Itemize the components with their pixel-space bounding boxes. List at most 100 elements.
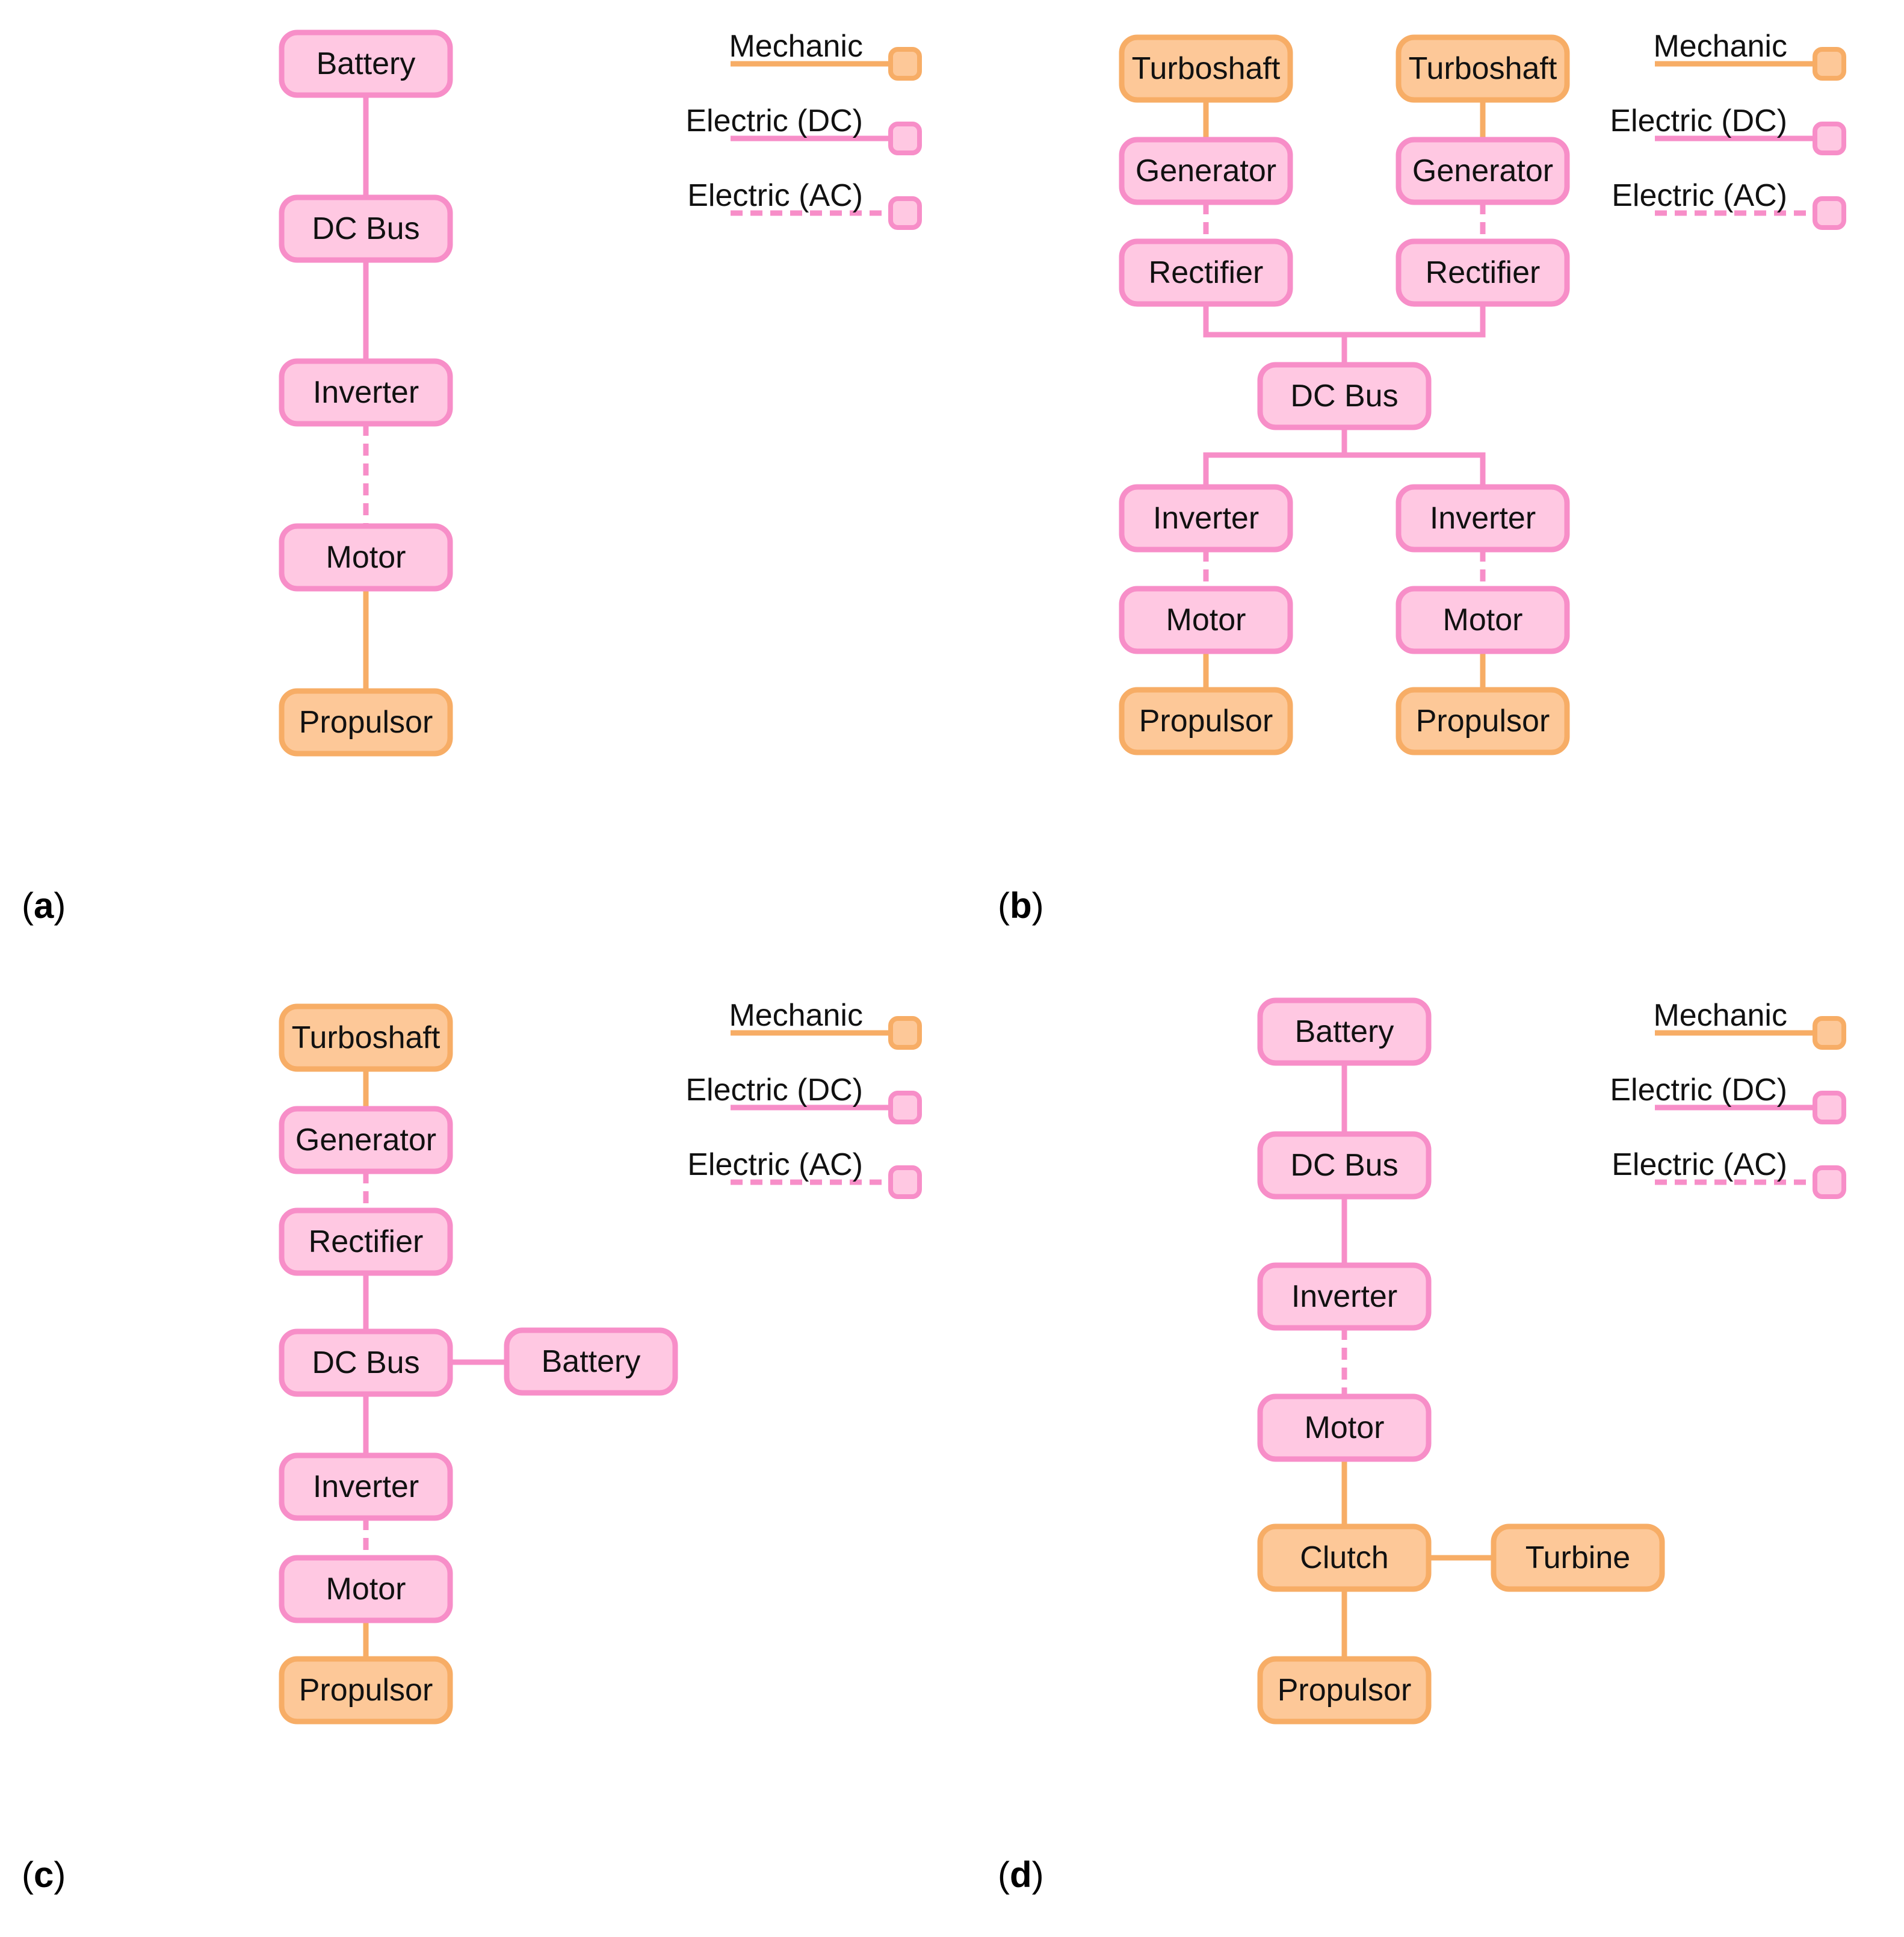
node-label: Inverter: [313, 1469, 419, 1504]
node-label: Motor: [1305, 1410, 1385, 1445]
legend-swatch-electric_dc: [888, 1091, 922, 1124]
node-box: [279, 1207, 453, 1276]
node-label: Motor: [326, 1572, 406, 1607]
legend-swatch-electric_dc: [1813, 1091, 1846, 1124]
node-c-turbo: Turboshaft: [279, 1003, 453, 1072]
node-label: Generator: [1412, 153, 1553, 188]
node-box: [1119, 586, 1293, 654]
node-b-rect2: Rectifier: [1396, 238, 1570, 307]
node-d-turbine: Turbine: [1491, 1523, 1665, 1592]
node-c-inverter: Inverter: [279, 1452, 453, 1521]
node-box: [1257, 1262, 1432, 1331]
node-box: [1396, 687, 1570, 755]
connector-b-rect2-dcbus: [1341, 304, 1486, 365]
node-box: [279, 1656, 453, 1725]
node-d-motor: Motor: [1257, 1393, 1432, 1462]
legend-swatch-electric_dc: [888, 122, 922, 155]
connector-b-dcbus-inv1: [1203, 427, 1347, 487]
node-label: Turboshaft: [1409, 51, 1557, 86]
node-b-inv2: Inverter: [1396, 484, 1570, 553]
node-d-clutch: Clutch: [1257, 1523, 1432, 1592]
node-b-rect1: Rectifier: [1119, 238, 1293, 307]
node-label: Generator: [1136, 153, 1276, 188]
legend-swatch-electric_ac: [1813, 196, 1846, 230]
node-label: Motor: [1166, 603, 1246, 637]
legend-swatch-electric_ac: [888, 1165, 922, 1199]
node-box: [1257, 1393, 1432, 1462]
node-c-rect: Rectifier: [279, 1207, 453, 1276]
node-a-battery: Battery: [279, 29, 453, 98]
legend-label-electric_ac: Electric (AC): [1612, 1147, 1787, 1182]
node-d-dcbus: DC Bus: [1257, 1131, 1432, 1200]
node-box: [1119, 484, 1293, 553]
node-box: [1257, 1131, 1432, 1200]
node-b-gen2: Generator: [1396, 137, 1570, 205]
node-a-motor: Motor: [279, 523, 453, 592]
node-box: [279, 29, 453, 98]
node-box: [279, 523, 453, 592]
legend-label-electric_dc: Electric (DC): [685, 104, 863, 138]
node-box: [279, 688, 453, 757]
node-box: [279, 1328, 453, 1397]
node-box: [1257, 362, 1432, 430]
node-box: [279, 358, 453, 427]
node-box: [504, 1327, 678, 1396]
node-label: Battery: [1295, 1014, 1394, 1049]
node-label: Turbine: [1525, 1540, 1630, 1575]
legend-label-electric_ac: Electric (AC): [1612, 178, 1787, 213]
node-box: [1396, 34, 1570, 103]
node-box: [1119, 137, 1293, 205]
node-label: Generator: [295, 1123, 436, 1158]
node-label: Propulsor: [299, 1673, 433, 1708]
node-a-inverter: Inverter: [279, 358, 453, 427]
node-box: [1119, 238, 1293, 307]
node-label: Battery: [542, 1344, 641, 1379]
node-label: Propulsor: [1278, 1673, 1412, 1708]
legend-label-electric_dc: Electric (DC): [1610, 1073, 1787, 1108]
node-c-battery: Battery: [504, 1327, 678, 1396]
node-label: Rectifier: [1149, 255, 1264, 290]
node-box: [1257, 1523, 1432, 1592]
node-box: [279, 1452, 453, 1521]
node-box: [1119, 34, 1293, 103]
node-b-dcbus: DC Bus: [1257, 362, 1432, 430]
node-label: Propulsor: [1139, 704, 1273, 739]
connector-b-rect1-dcbus: [1203, 304, 1347, 365]
node-label: DC Bus: [312, 1345, 419, 1380]
node-box: [279, 194, 453, 263]
node-c-dcbus: DC Bus: [279, 1328, 453, 1397]
node-label: Motor: [326, 540, 406, 575]
node-box: [1396, 238, 1570, 307]
legend-label-electric_ac: Electric (AC): [687, 178, 863, 213]
node-box: [1119, 687, 1293, 755]
node-box: [1491, 1523, 1665, 1592]
node-c-gen: Generator: [279, 1106, 453, 1174]
node-label: Propulsor: [1416, 704, 1550, 739]
node-label: Inverter: [1430, 501, 1536, 536]
legend-swatch-electric_ac: [1813, 1165, 1846, 1199]
node-label: Inverter: [313, 375, 419, 410]
panel-label-c: (c): [22, 1855, 66, 1895]
legend-swatch-electric_ac: [888, 196, 922, 230]
node-label: Inverter: [1153, 501, 1259, 536]
node-box: [1257, 1656, 1432, 1725]
node-label: Battery: [317, 46, 416, 81]
node-label: Motor: [1443, 603, 1523, 637]
legend-swatch-mechanic: [1813, 1016, 1846, 1050]
connector-b-dcbus-inv2: [1341, 427, 1486, 487]
node-label: Inverter: [1291, 1279, 1397, 1314]
node-b-prop1: Propulsor: [1119, 687, 1293, 755]
node-box: [1257, 997, 1432, 1066]
node-box: [1396, 586, 1570, 654]
node-b-motor2: Motor: [1396, 586, 1570, 654]
node-c-propulsor: Propulsor: [279, 1656, 453, 1725]
node-box: [279, 1106, 453, 1174]
legend-swatch-mechanic: [888, 47, 922, 81]
node-label: Clutch: [1300, 1540, 1388, 1575]
node-b-inv1: Inverter: [1119, 484, 1293, 553]
node-box: [279, 1003, 453, 1072]
node-a-propulsor: Propulsor: [279, 688, 453, 757]
